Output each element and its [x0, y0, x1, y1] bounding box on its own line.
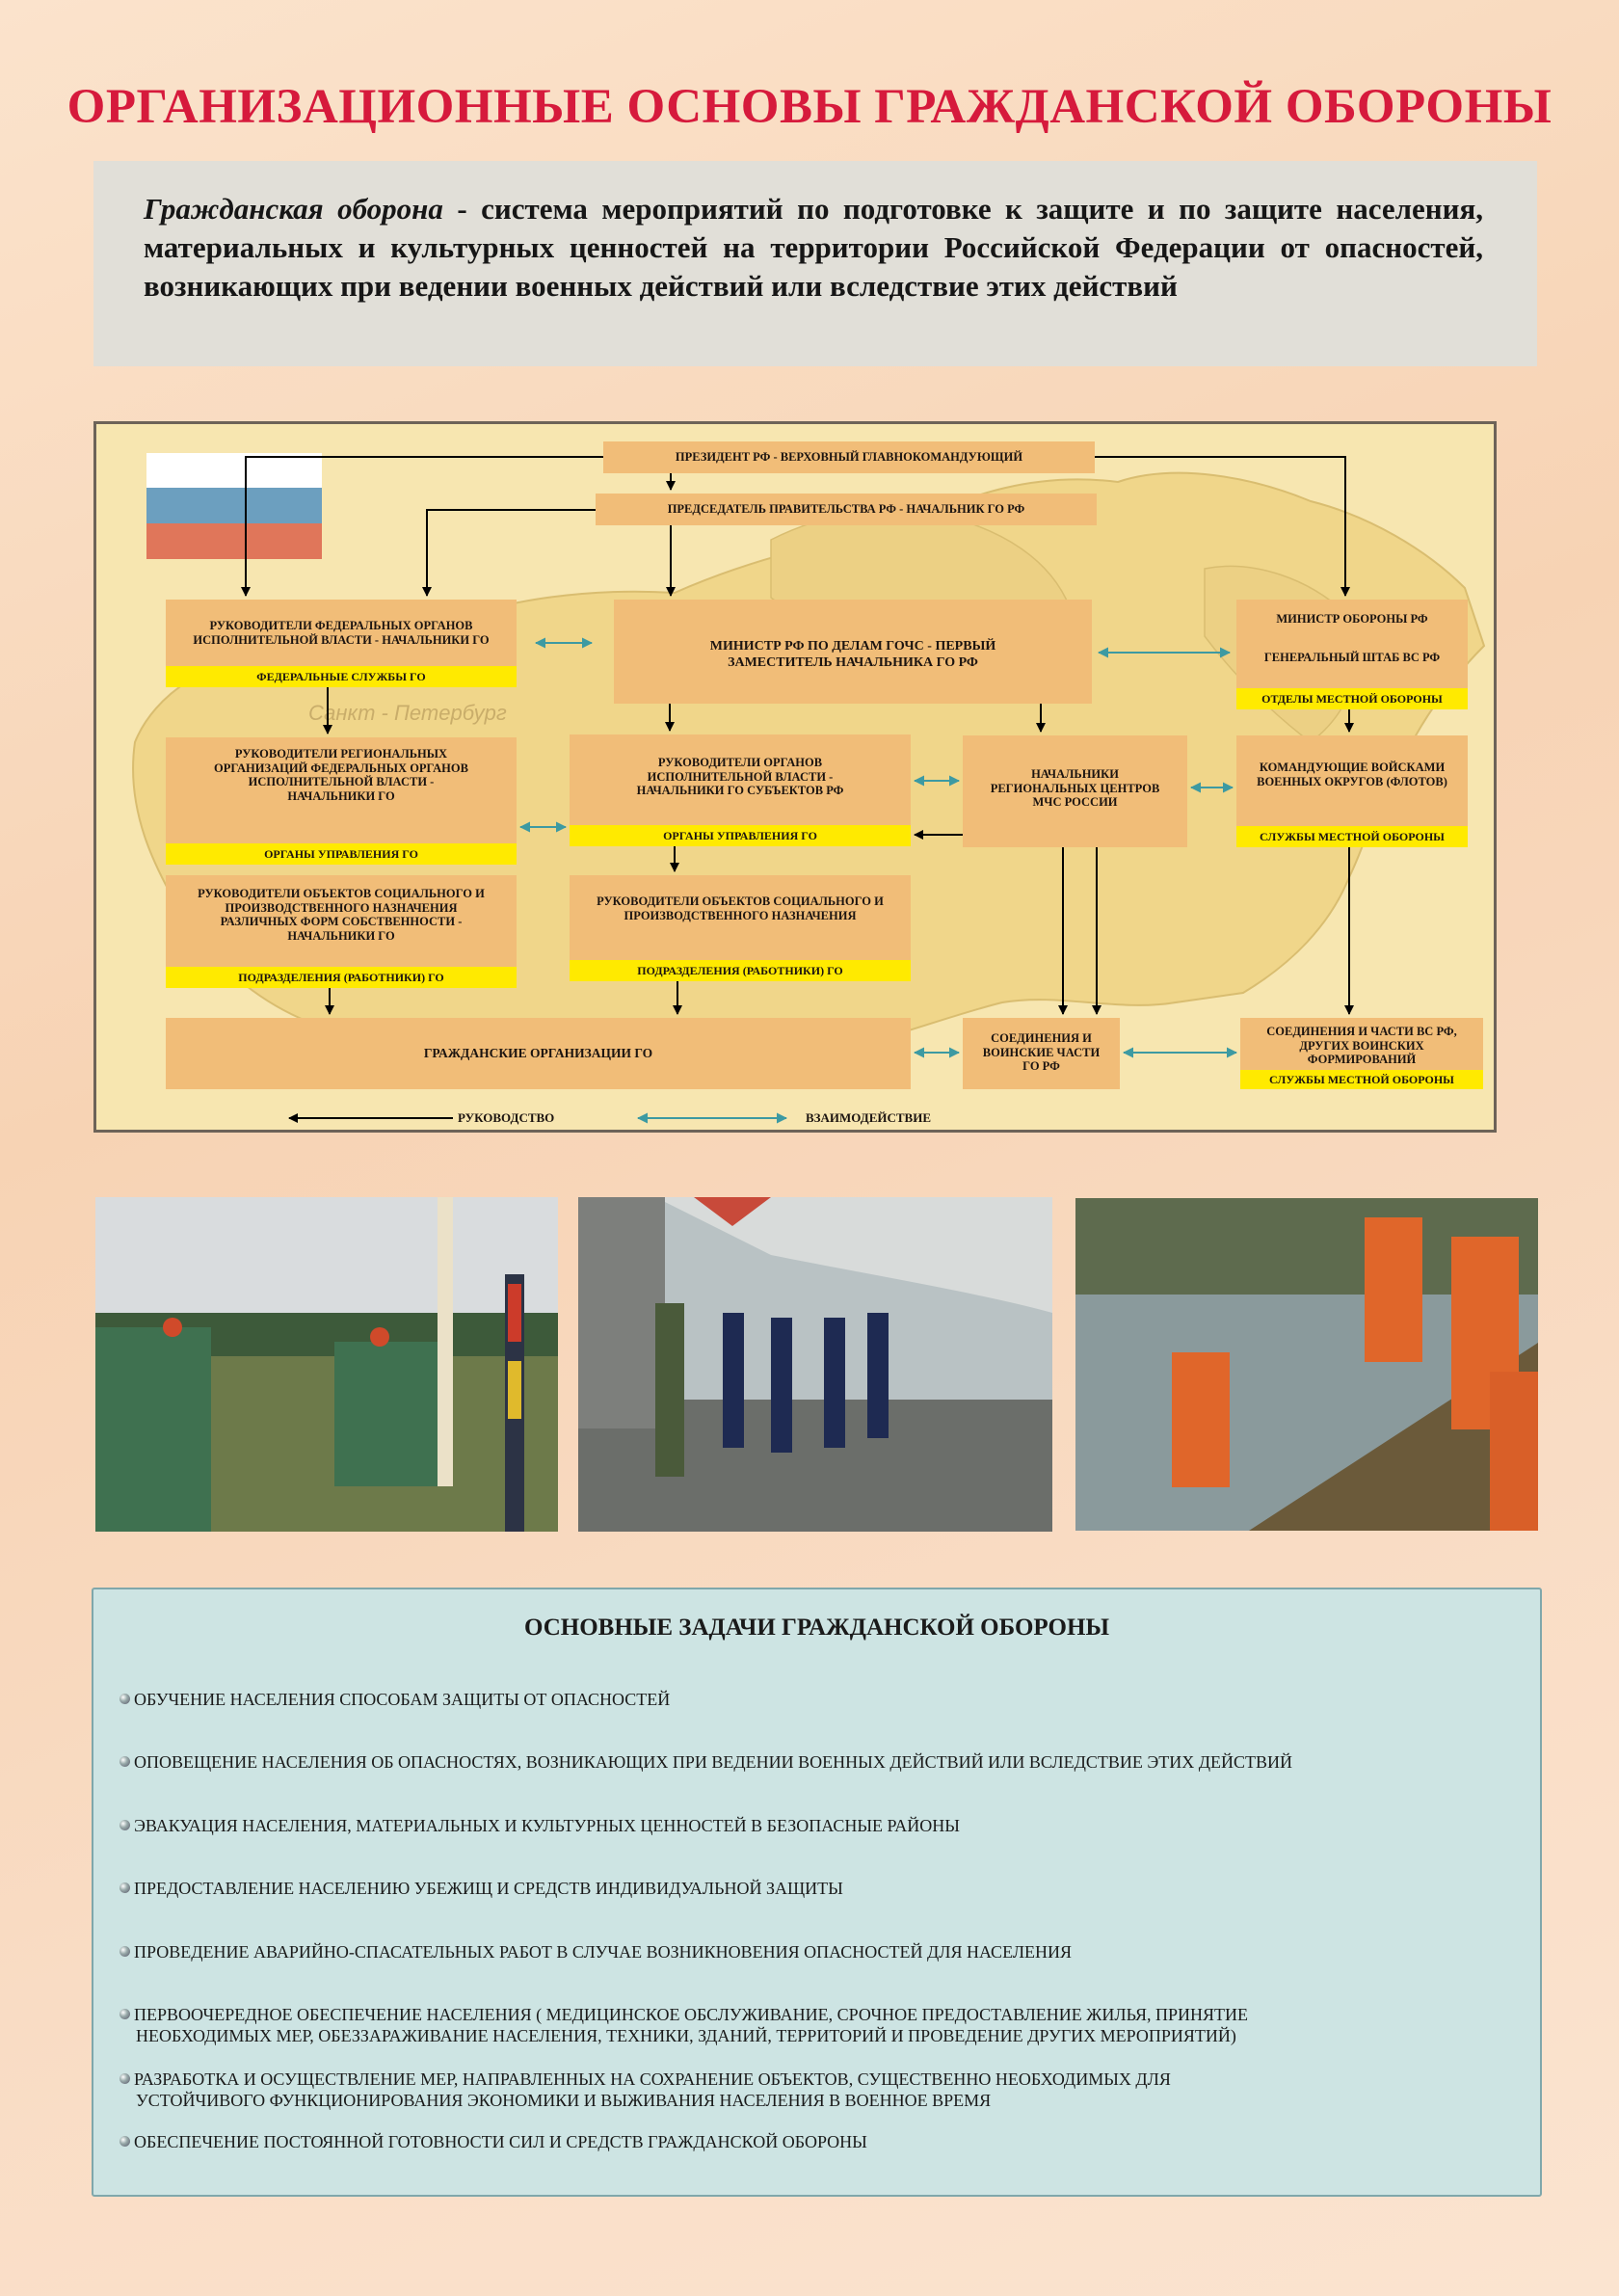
- bullet-icon: [119, 1820, 130, 1830]
- box-federal-heads: РУКОВОДИТЕЛИ ФЕДЕРАЛЬНЫХ ОРГАНОВ ИСПОЛНИ…: [166, 600, 517, 687]
- bullet-icon: [119, 1882, 130, 1893]
- box-regional-orgs-label: РУКОВОДИТЕЛИ РЕГИОНАЛЬНЫХ ОРГАНИЗАЦИЙ ФЕ…: [214, 747, 468, 803]
- definition-panel: Гражданская оборона - система мероприяти…: [93, 161, 1537, 366]
- box-objects-left-label: РУКОВОДИТЕЛИ ОБЪЕКТОВ СОЦИАЛЬНОГО И ПРОИ…: [198, 887, 485, 943]
- box-general-staff-label: ГЕНЕРАЛЬНЫЙ ШТАБ ВС РФ: [1263, 651, 1441, 664]
- box-mchs-minister: МИНИСТР РФ ПО ДЕЛАМ ГОЧС - ПЕРВЫЙ ЗАМЕСТ…: [614, 600, 1092, 704]
- box-commanders-label: КОМАНДУЮЩИЕ ВОЙСКАМИ ВОЕННЫХ ОКРУГОВ (ФЛ…: [1257, 761, 1447, 788]
- task-text: ПРОВЕДЕНИЕ АВАРИЙНО-СПАСАТЕЛЬНЫХ РАБОТ В…: [134, 1942, 1073, 1962]
- rescuers-digging-photo: [1075, 1198, 1538, 1531]
- bullet-icon: [119, 1946, 130, 1957]
- task-text: РАЗРАБОТКА И ОСУЩЕСТВЛЕНИЕ МЕР, НАПРАВЛЕ…: [134, 2069, 1171, 2089]
- tasks-panel: ОСНОВНЫЕ ЗАДАЧИ ГРАЖДАНСКОЙ ОБОРОНЫ ОБУЧ…: [92, 1588, 1542, 2197]
- task-item: ОБЕСПЕЧЕНИЕ ПОСТОЯННОЙ ГОТОВНОСТИ СИЛ И …: [119, 2131, 1517, 2152]
- bar-regional-orgs: ОРГАНЫ УПРАВЛЕНИЯ ГО: [166, 843, 517, 865]
- box-commanders: КОМАНДУЮЩИЕ ВОЙСКАМИ ВОЕННЫХ ОКРУГОВ (ФЛ…: [1236, 735, 1468, 847]
- box-regional-centers-label: НАЧАЛЬНИКИ РЕГИОНАЛЬНЫХ ЦЕНТРОВ МЧС РОСС…: [990, 767, 1160, 809]
- box-army-units: СОЕДИНЕНИЯ И ЧАСТИ ВС РФ, ДРУГИХ ВОИНСКИ…: [1240, 1018, 1483, 1089]
- box-civil-orgs: ГРАЖДАНСКИЕ ОРГАНИЗАЦИИ ГО: [166, 1018, 911, 1089]
- task-item: ПРОВЕДЕНИЕ АВАРИЙНО-СПАСАТЕЛЬНЫХ РАБОТ В…: [119, 1941, 1517, 1962]
- box-objects-mid-label: РУКОВОДИТЕЛИ ОБЪЕКТОВ СОЦИАЛЬНОГО И ПРОИ…: [597, 894, 884, 922]
- box-objects-left: РУКОВОДИТЕЛИ ОБЪЕКТОВ СОЦИАЛЬНОГО И ПРОИ…: [166, 875, 517, 988]
- box-regional-centers: НАЧАЛЬНИКИ РЕГИОНАЛЬНЫХ ЦЕНТРОВ МЧС РОСС…: [963, 735, 1187, 847]
- box-army-units-label: СОЕДИНЕНИЯ И ЧАСТИ ВС РФ, ДРУГИХ ВОИНСКИ…: [1266, 1025, 1457, 1066]
- task-text: ПРЕДОСТАВЛЕНИЕ НАСЕЛЕНИЮ УБЕЖИЩ И СРЕДСТ…: [134, 1879, 843, 1898]
- task-text-continuation: НЕОБХОДИМЫХ МЕР, ОБЕЗЗАРАЖИВАНИЕ НАСЕЛЕН…: [136, 2026, 1236, 2045]
- aircraft-unloading-photo: [578, 1197, 1052, 1532]
- tasks-title: ОСНОВНЫЕ ЗАДАЧИ ГРАЖДАНСКОЙ ОБОРОНЫ: [523, 1615, 1109, 1641]
- bar-objects-mid: ПОДРАЗДЕЛЕНИЯ (РАБОТНИКИ) ГО: [570, 960, 911, 981]
- definition-text: Гражданская оборона - система мероприяти…: [144, 190, 1483, 306]
- bullet-icon: [119, 1756, 130, 1767]
- box-chairman-label: ПРЕДСЕДАТЕЛЬ ПРАВИТЕЛЬСТВА РФ - НАЧАЛЬНИ…: [667, 502, 1025, 516]
- bar-subjects-heads: ОРГАНЫ УПРАВЛЕНИЯ ГО: [570, 825, 911, 846]
- box-president: ПРЕЗИДЕНТ РФ - ВЕРХОВНЫЙ ГЛАВНОКОМАНДУЮЩ…: [603, 441, 1095, 473]
- legend-management-label: РУКОВОДСТВО: [458, 1110, 555, 1125]
- diagram-arrows: [241, 456, 1354, 1124]
- task-item: ЭВАКУАЦИЯ НАСЕЛЕНИЯ, МАТЕРИАЛЬНЫХ И КУЛЬ…: [119, 1815, 1517, 1836]
- task-text: ОБЕСПЕЧЕНИЕ ПОСТОЯННОЙ ГОТОВНОСТИ СИЛ И …: [134, 2132, 867, 2151]
- box-subjects-heads: РУКОВОДИТЕЛИ ОРГАНОВ ИСПОЛНИТЕЛЬНОЙ ВЛАС…: [570, 734, 911, 846]
- box-go-units-label: СОЕДИНЕНИЯ И ВОИНСКИЕ ЧАСТИ ГО РФ: [982, 1031, 1101, 1073]
- bar-local-defense-services: СЛУЖБЫ МЕСТНОЙ ОБОРОНЫ: [1236, 826, 1468, 847]
- arrow-chairman-federal: [422, 509, 596, 597]
- box-defense-minister-label: МИНИСТР ОБОРОНЫ РФ: [1276, 612, 1428, 626]
- box-objects-mid: РУКОВОДИТЕЛИ ОБЪЕКТОВ СОЦИАЛЬНОГО И ПРОИ…: [570, 875, 911, 981]
- box-mchs-minister-label: МИНИСТР РФ ПО ДЕЛАМ ГОЧС - ПЕРВЫЙ ЗАМЕСТ…: [709, 639, 996, 670]
- page-title: ОРГАНИЗАЦИОННЫЕ ОСНОВЫ ГРАЖДАНСКОЙ ОБОРО…: [66, 80, 1553, 134]
- box-go-units: СОЕДИНЕНИЯ И ВОИНСКИЕ ЧАСТИ ГО РФ: [963, 1018, 1120, 1089]
- box-chairman: ПРЕДСЕДАТЕЛЬ ПРАВИТЕЛЬСТВА РФ - НАЧАЛЬНИ…: [596, 494, 1097, 525]
- bullet-icon: [119, 1694, 130, 1704]
- bullet-icon: [119, 2009, 130, 2019]
- definition-body: - система мероприятий по подготовке к за…: [144, 192, 1483, 303]
- org-structure-diagram: Санкт - Петербург ПРЕЗИДЕНТ РФ - ВЕРХОВН…: [93, 421, 1497, 1133]
- box-federal-heads-label: РУКОВОДИТЕЛИ ФЕДЕРАЛЬНЫХ ОРГАНОВ ИСПОЛНИ…: [193, 619, 490, 647]
- task-text: ОБУЧЕНИЕ НАСЕЛЕНИЯ СПОСОБАМ ЗАЩИТЫ ОТ ОП…: [134, 1690, 671, 1709]
- box-president-label: ПРЕЗИДЕНТ РФ - ВЕРХОВНЫЙ ГЛАВНОКОМАНДУЮЩ…: [675, 450, 1023, 464]
- russian-flag-icon: [146, 453, 322, 559]
- bullet-icon: [119, 2073, 130, 2084]
- arrow-president-federal: [241, 456, 603, 597]
- arrow-president-defense: [1095, 456, 1350, 597]
- box-defense-minister: МИНИСТР ОБОРОНЫ РФ ГЕНЕРАЛЬНЫЙ ШТАБ ВС Р…: [1236, 600, 1468, 709]
- task-item: ПРЕДОСТАВЛЕНИЕ НАСЕЛЕНИЮ УБЕЖИЩ И СРЕДСТ…: [119, 1878, 1517, 1899]
- map-city-label: Санкт - Петербург: [308, 701, 507, 725]
- task-text: ЭВАКУАЦИЯ НАСЕЛЕНИЯ, МАТЕРИАЛЬНЫХ И КУЛЬ…: [134, 1816, 960, 1835]
- training-obstacle-course-photo: [95, 1197, 558, 1532]
- task-item: ОБУЧЕНИЕ НАСЕЛЕНИЯ СПОСОБАМ ЗАЩИТЫ ОТ ОП…: [119, 1689, 1517, 1710]
- task-text: ОПОВЕЩЕНИЕ НАСЕЛЕНИЯ ОБ ОПАСНОСТЯХ, ВОЗН…: [134, 1752, 1293, 1772]
- task-text: ПЕРВООЧЕРЕДНОЕ ОБЕСПЕЧЕНИЕ НАСЕЛЕНИЯ ( М…: [134, 2005, 1248, 2024]
- bar-army-local-defense: СЛУЖБЫ МЕСТНОЙ ОБОРОНЫ: [1240, 1070, 1483, 1089]
- bar-local-defense-departments: ОТДЕЛЫ МЕСТНОЙ ОБОРОНЫ: [1236, 688, 1468, 709]
- bullet-icon: [119, 2136, 130, 2147]
- box-regional-orgs: РУКОВОДИТЕЛИ РЕГИОНАЛЬНЫХ ОРГАНИЗАЦИЙ ФЕ…: [166, 737, 517, 865]
- task-item: ОПОВЕЩЕНИЕ НАСЕЛЕНИЯ ОБ ОПАСНОСТЯХ, ВОЗН…: [119, 1751, 1517, 1773]
- bar-federal-services: ФЕДЕРАЛЬНЫЕ СЛУЖБЫ ГО: [166, 666, 517, 687]
- box-subjects-heads-label: РУКОВОДИТЕЛИ ОРГАНОВ ИСПОЛНИТЕЛЬНОЙ ВЛАС…: [636, 756, 844, 797]
- task-item: РАЗРАБОТКА И ОСУЩЕСТВЛЕНИЕ МЕР, НАПРАВЛЕ…: [119, 2069, 1517, 2111]
- legend-interaction-label: ВЗАИМОДЕЙСТВИЕ: [806, 1110, 932, 1125]
- task-text-continuation: УСТОЙЧИВОГО ФУНКЦИОНИРОВАНИЯ ЭКОНОМИКИ И…: [136, 2091, 992, 2110]
- definition-term: Гражданская оборона: [144, 192, 443, 226]
- bar-objects-left: ПОДРАЗДЕЛЕНИЯ (РАБОТНИКИ) ГО: [166, 967, 517, 988]
- task-item: ПЕРВООЧЕРЕДНОЕ ОБЕСПЕЧЕНИЕ НАСЕЛЕНИЯ ( М…: [119, 2004, 1517, 2046]
- box-civil-orgs-label: ГРАЖДАНСКИЕ ОРГАНИЗАЦИИ ГО: [423, 1046, 653, 1060]
